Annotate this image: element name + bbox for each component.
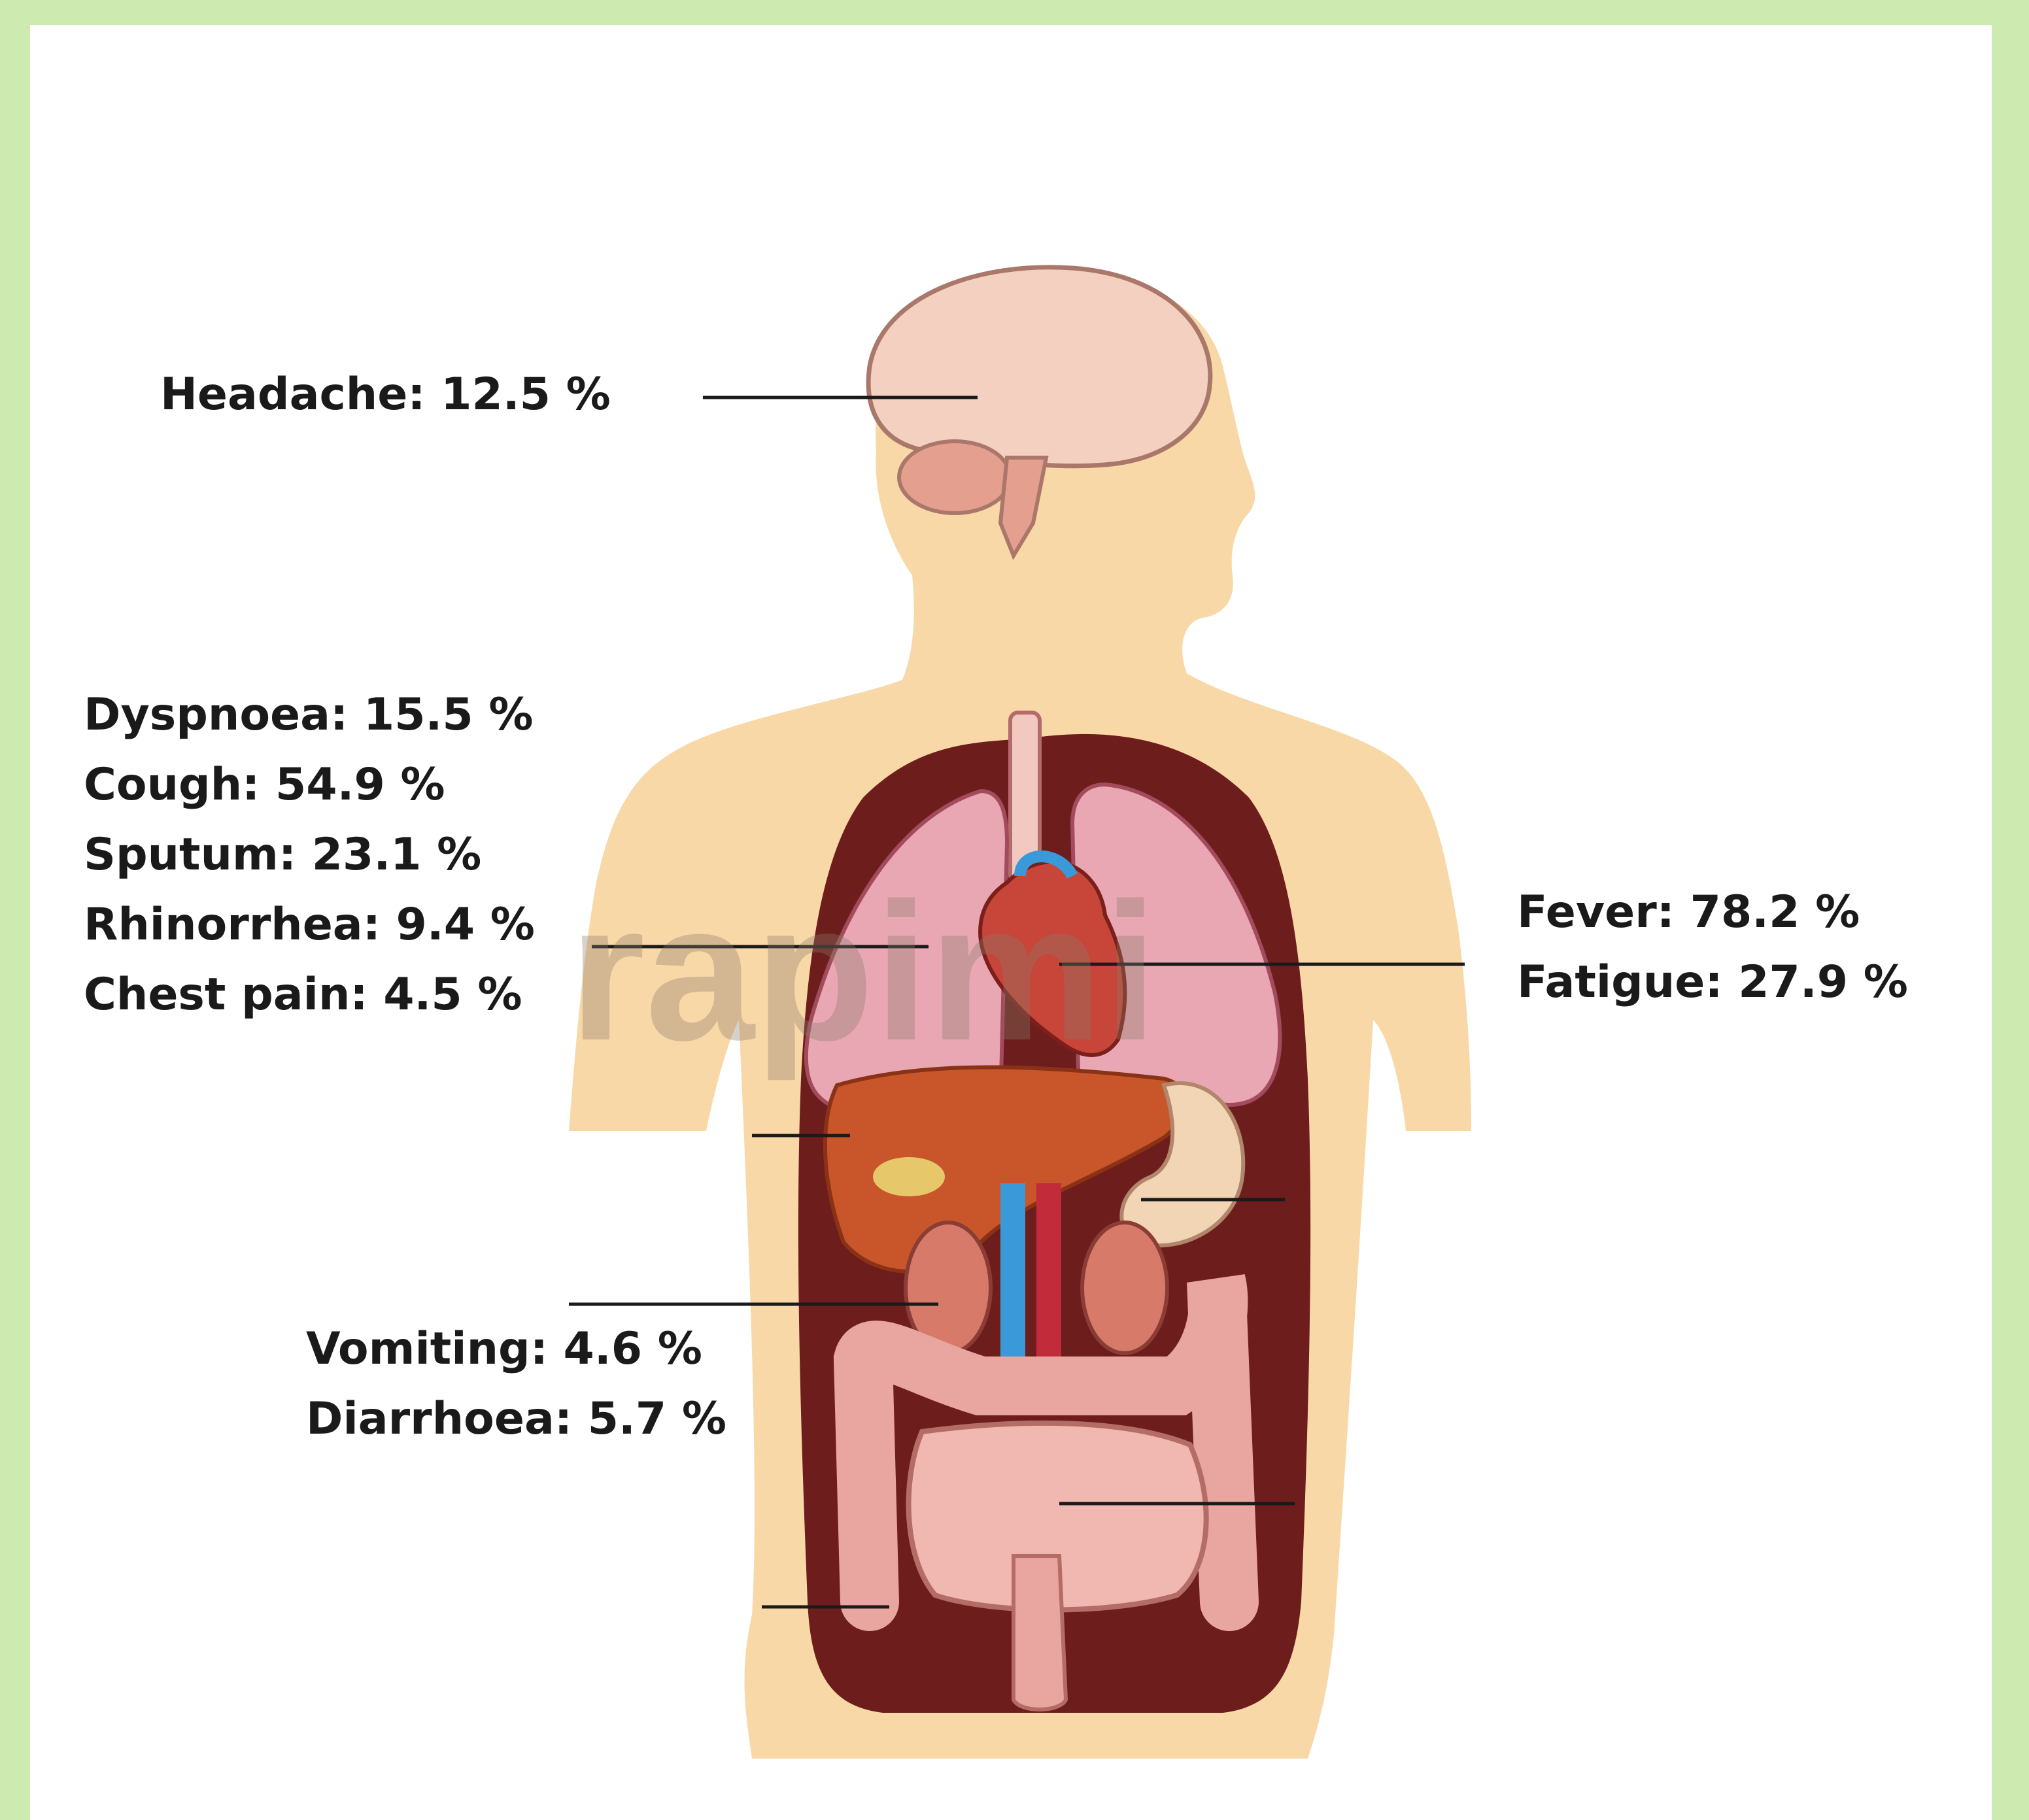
rectum xyxy=(1014,1556,1066,1710)
gi-labels: Vomiting: 4.6 % Diarrhoea: 5.7 % xyxy=(306,1314,726,1454)
rhinorrhea-text: Rhinorrhea: 9.4 % xyxy=(84,890,535,960)
systemic-labels: Fever: 78.2 % Fatigue: 27.9 % xyxy=(1517,877,1908,1017)
brain xyxy=(868,267,1210,466)
right-kidney xyxy=(1082,1222,1167,1353)
diarrhoea-text: Diarrhoea: 5.7 % xyxy=(306,1384,726,1454)
sputum-text: Sputum: 23.1 % xyxy=(84,820,535,890)
respiratory-labels: Dyspnoea: 15.5 % Cough: 54.9 % Sputum: 2… xyxy=(84,680,535,1030)
gallbladder xyxy=(873,1157,945,1196)
fever-text: Fever: 78.2 % xyxy=(1517,877,1908,947)
fatigue-text: Fatigue: 27.9 % xyxy=(1517,947,1908,1017)
headache-label: Headache: 12.5 % xyxy=(160,360,611,430)
vomiting-text: Vomiting: 4.6 % xyxy=(306,1314,726,1384)
dyspnoea-text: Dyspnoea: 15.5 % xyxy=(84,680,535,750)
watermark: rapimi xyxy=(569,862,1157,1083)
cerebellum xyxy=(899,441,1010,513)
headache-text: Headache: 12.5 % xyxy=(160,360,611,430)
chest-pain-text: Chest pain: 4.5 % xyxy=(84,960,535,1030)
cough-text: Cough: 54.9 % xyxy=(84,750,535,820)
